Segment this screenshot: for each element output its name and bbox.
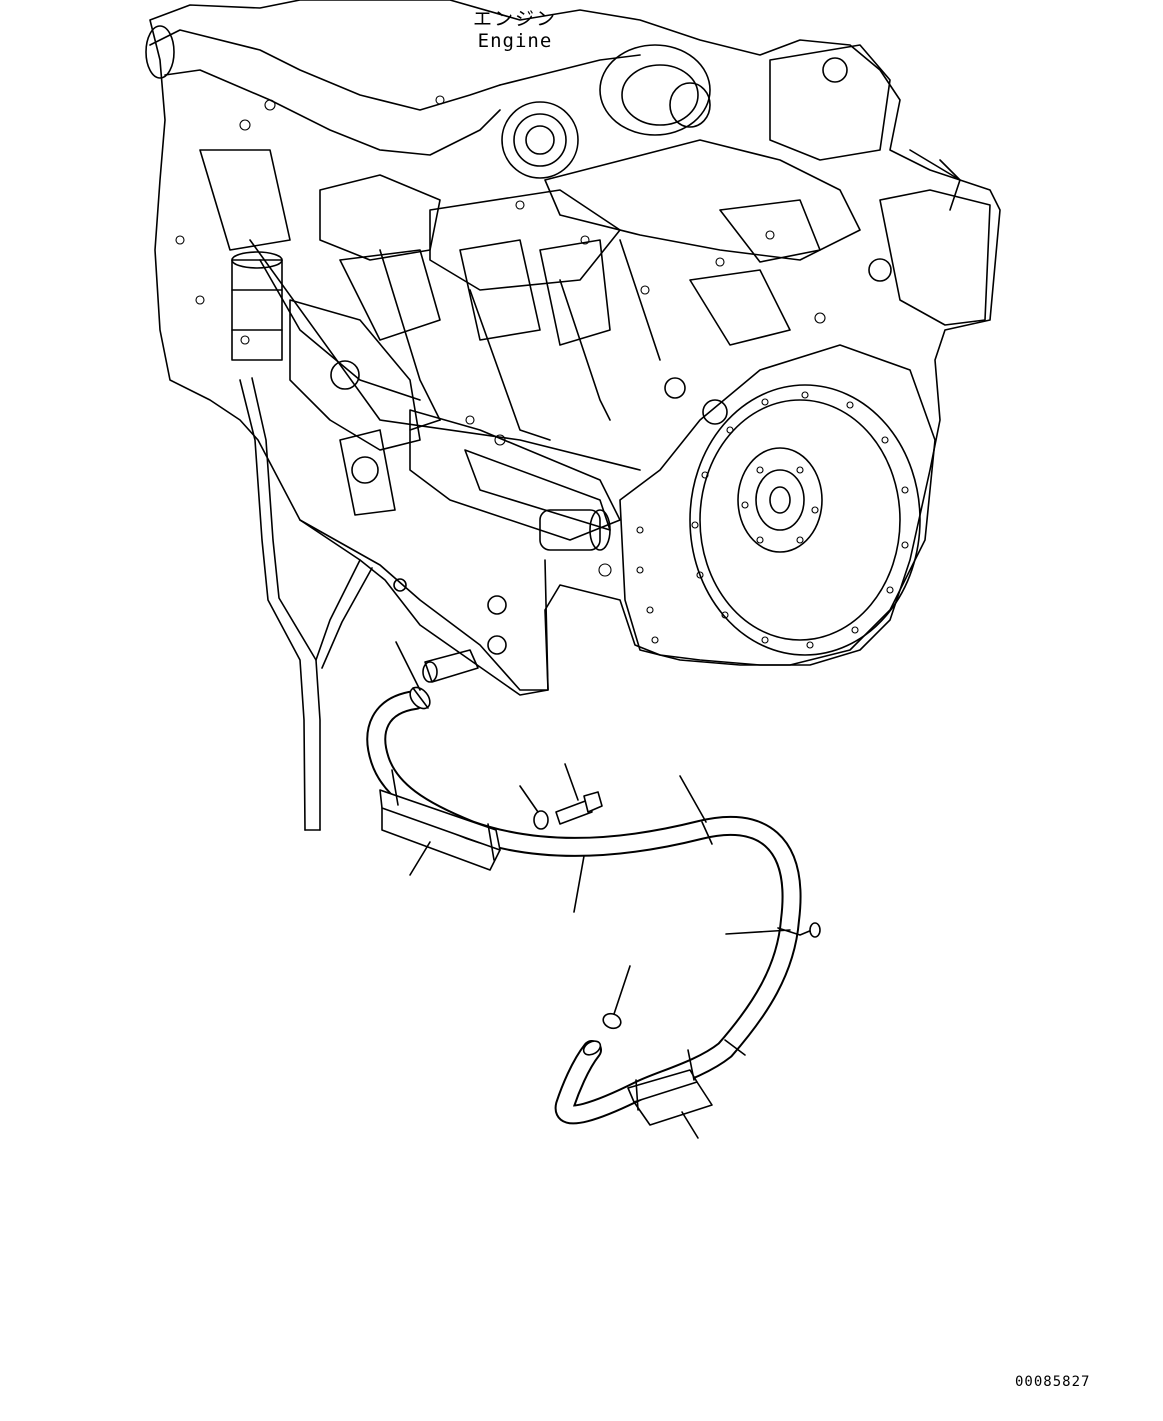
- hose-clamp-lower: [582, 1012, 622, 1056]
- engine-label-japanese: エンジン: [472, 8, 557, 30]
- engine-label-english: Engine: [477, 30, 553, 52]
- hose-bracket-clamp: [777, 922, 821, 938]
- hose-clamp-upper: [409, 686, 431, 710]
- engine-block: [145, 0, 1001, 831]
- washer: [533, 810, 549, 830]
- callout-leaders: [395, 641, 791, 1139]
- figure-number: 00085827: [1015, 1374, 1091, 1390]
- protective-sleeve-upper: [379, 769, 501, 871]
- bolt: [555, 791, 603, 825]
- heater-hose-assembly: [366, 641, 821, 1139]
- protective-sleeve-lower: [627, 1049, 713, 1126]
